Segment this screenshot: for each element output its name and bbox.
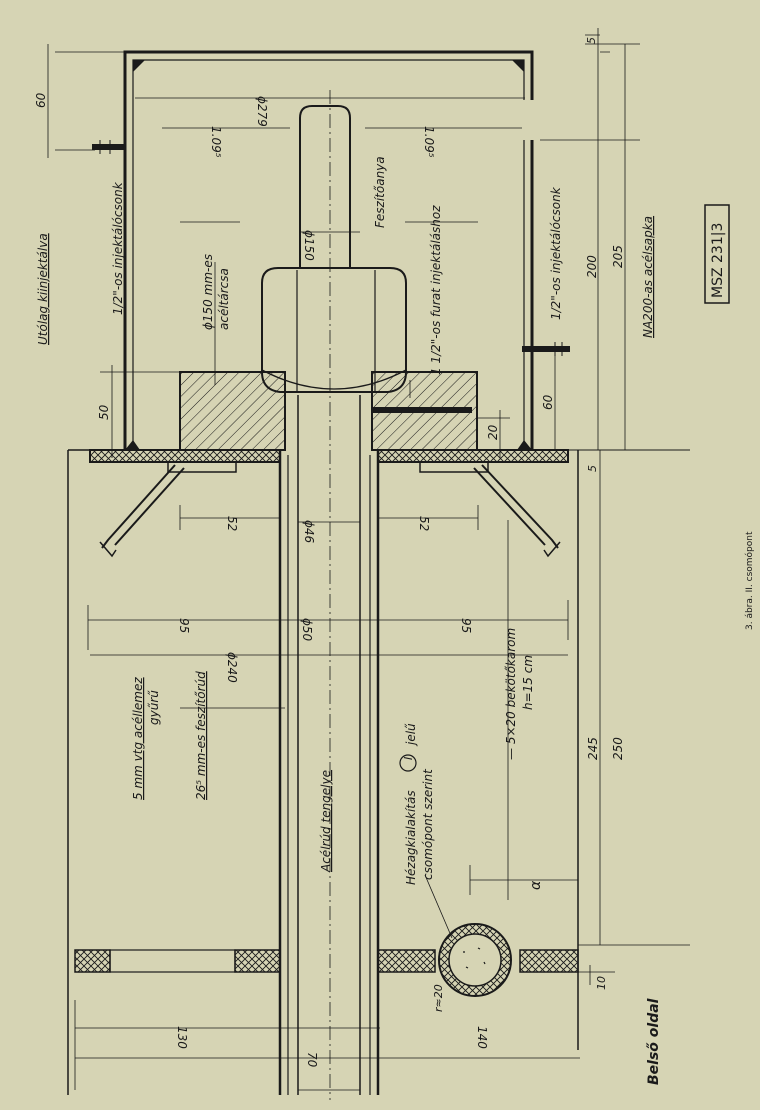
label-acelemez-2: gyűrű (147, 690, 161, 725)
label-bekotokarom-2: h=15 cm (521, 655, 535, 710)
label-acelrud-tengelye: Acélrúd tengelye (319, 770, 333, 873)
label-acel-tarcsa-2: acéltárcsa (217, 268, 231, 330)
annotation-labels: Utólag kiinjektálva 1/2"-os injektálócso… (36, 156, 662, 1085)
dim-phi279: ϕ279 (255, 96, 269, 127)
label-hezag-1b: jelű (404, 723, 418, 747)
anchor-claw-right (473, 464, 561, 558)
dim-phi240: ϕ240 (225, 652, 239, 683)
label-hezag-circle: I (402, 757, 415, 760)
label-feszitoanya: Feszítőanya (373, 156, 387, 228)
dim-52-left: 52 (225, 516, 239, 531)
anchor-claw-left (99, 464, 185, 558)
standard-code-box: MSZ 231|3 (704, 204, 730, 304)
cap-outer-wall (123, 50, 534, 450)
dim-140: 140 (475, 1026, 489, 1049)
dim-60-top: 60 (34, 92, 48, 108)
dim-109-left: 1.09⁵ (209, 126, 223, 158)
dim-250: 250 (611, 737, 625, 760)
label-bekotokarom-1: — 5×20 bekötőkarom (504, 628, 518, 760)
label-hezag-1: Hézagkialakítás (404, 790, 418, 885)
leader-lines (180, 262, 509, 939)
standard-code: MSZ 231|3 (710, 223, 726, 298)
label-injektalocsonk-left: 1/2"-os injektálócsonk (111, 181, 125, 315)
dim-5-top: 5 (585, 37, 598, 44)
dimension-lines (47, 28, 690, 1091)
tube-and-rod (278, 90, 380, 1100)
label-feszitorud: 26⁵ mm-es feszítőrúd (194, 671, 208, 800)
dim-phi46: ϕ46 (302, 520, 316, 544)
dim-245: 245 (586, 737, 600, 760)
dim-20: 20 (486, 424, 500, 440)
dim-109-right: 1.09⁵ (422, 126, 436, 158)
dim-phi150: ϕ150 (302, 230, 316, 261)
figure-caption: 3. ábra. II. csomópont (744, 531, 755, 630)
dim-50: 50 (97, 404, 111, 420)
base-plate (89, 449, 569, 473)
joint-band (74, 923, 579, 997)
steel-cap (123, 50, 534, 450)
dim-alpha: α (528, 880, 544, 890)
dim-130: 130 (175, 1026, 189, 1049)
cap-inner-wall (132, 59, 525, 450)
dim-r20: r≈20 (432, 984, 445, 1012)
label-furat-injektalashoz: 1 1/2"-os furat injektáláshoz (429, 205, 443, 375)
dim-70: 70 (305, 1052, 319, 1068)
label-injektalocsonk-right: 1/2"-os injektálócsonk (549, 186, 563, 320)
dim-205: 205 (611, 245, 625, 268)
dim-5-mid: 5 (586, 465, 599, 472)
cap-corner-welds (133, 60, 524, 72)
hezag-circle-marker (399, 754, 417, 772)
injection-stub-right (522, 342, 570, 356)
dim-phi50: ϕ50 (300, 618, 314, 642)
dim-95-right: 95 (459, 618, 473, 633)
label-hezag-2: csomópont szerint (421, 768, 435, 880)
dimension-values: 60 5 200 205 60 5 50 20 ϕ279 1.09⁵ 1.09⁵… (34, 37, 625, 1068)
dim-10: 10 (595, 976, 608, 990)
dim-95-left: 95 (177, 618, 191, 633)
dim-52-right: 52 (417, 516, 431, 531)
label-belso-oldal: Belső oldal (646, 998, 662, 1085)
rod-top (299, 105, 351, 268)
label-acelemez-1: 5 mm vtg acéllemez (131, 677, 145, 800)
dim-200: 200 (585, 255, 599, 278)
label-acel-tarcsa-1: ϕ150 mm-es (201, 254, 215, 330)
steel-disc (179, 371, 478, 451)
injection-stub-left (92, 140, 125, 154)
label-utolag-kiinjektalva: Utólag kiinjektálva (36, 233, 50, 345)
dim-60-bottom: 60 (541, 394, 555, 410)
label-acelsapka: NA200-as acélsapka (641, 216, 655, 338)
